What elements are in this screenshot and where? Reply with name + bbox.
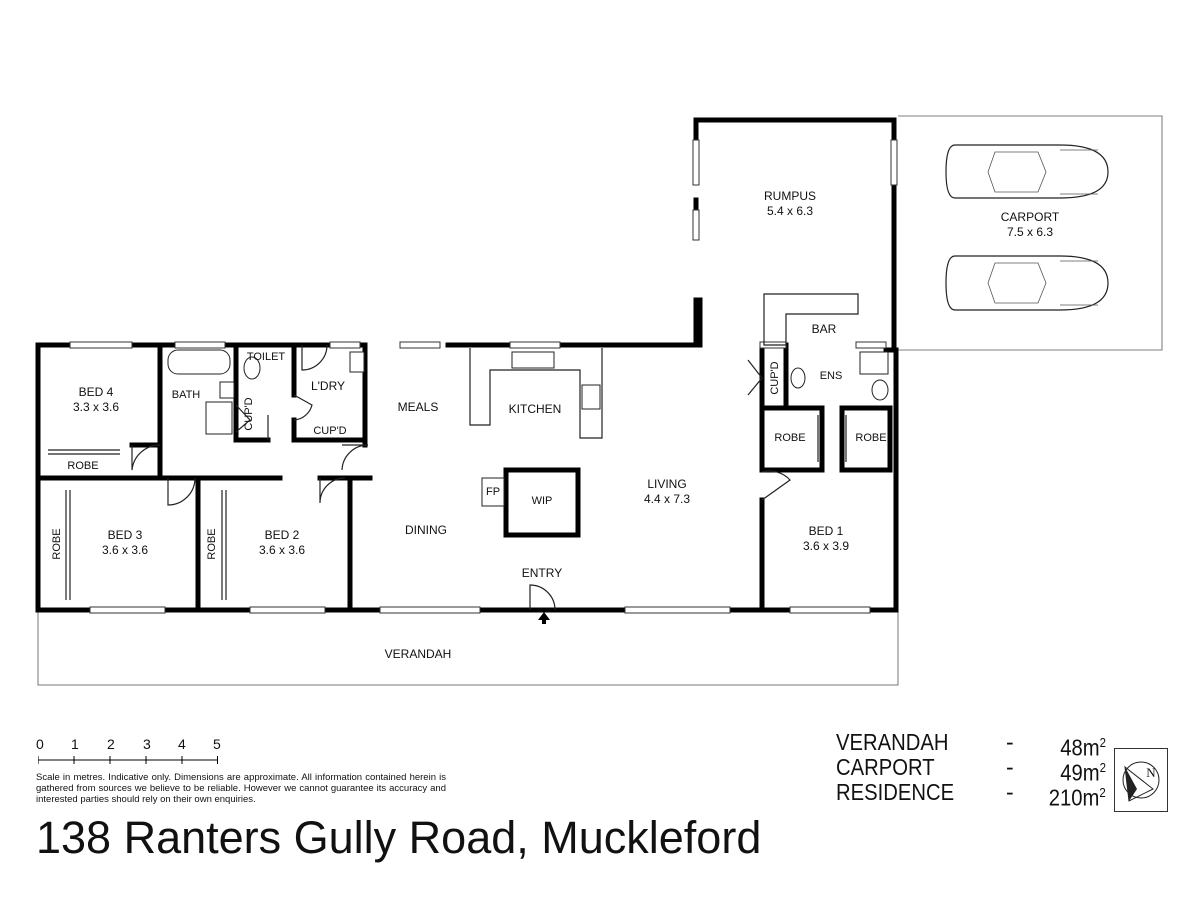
label-bed1: BED 1 — [809, 524, 844, 538]
verandah-area — [37, 609, 899, 686]
label-ldry: L'DRY — [311, 379, 345, 393]
label-verandah: VERANDAH — [385, 647, 452, 661]
label-cupd-ens: CUP'D — [769, 361, 781, 394]
label-robe-bed4: ROBE — [67, 460, 98, 472]
scale-tick-3: 3 — [143, 736, 151, 752]
dim-carport: 7.5 x 6.3 — [1007, 225, 1053, 239]
robe-doors — [48, 415, 847, 600]
label-bath: BATH — [172, 389, 201, 401]
entry-arrow-icon — [538, 612, 550, 624]
kitchen-benches — [469, 348, 603, 507]
label-carport: CARPORT — [1001, 210, 1060, 224]
bar-counter — [763, 293, 859, 346]
scale-legend: 0 1 2 3 4 5 Scale in metres. Indicative … — [36, 736, 456, 816]
label-ens: ENS — [820, 370, 843, 382]
label-cupd-vertical: CUP'D — [243, 397, 255, 430]
label-meals: MEALS — [398, 400, 439, 414]
label-toilet: TOILET — [247, 351, 286, 363]
area-dash: - — [1006, 754, 1014, 780]
label-bed3: BED 3 — [108, 528, 143, 542]
car-icon — [945, 144, 1109, 199]
area-label: VERANDAH — [836, 729, 949, 755]
area-row-verandah: VERANDAH - 48m2 — [836, 729, 1106, 761]
door-swings — [131, 344, 791, 611]
label-dining: DINING — [405, 523, 447, 537]
windows — [69, 139, 898, 614]
label-robe-bed2: ROBE — [206, 528, 218, 559]
scale-tick-2: 2 — [107, 736, 115, 752]
dim-bed3: 3.6 x 3.6 — [102, 543, 148, 557]
area-label: CARPORT — [836, 754, 935, 780]
label-robe-bed1-right: ROBE — [855, 432, 886, 444]
area-value: 210m2 — [1048, 784, 1106, 811]
scale-tick-0: 0 — [36, 736, 44, 752]
scale-tick-5: 5 — [213, 736, 221, 752]
compass-box: N — [1114, 748, 1168, 812]
dim-bed1: 3.6 x 3.9 — [803, 539, 849, 553]
dim-bed4: 3.3 x 3.6 — [73, 400, 119, 414]
area-label: RESIDENCE — [836, 779, 955, 805]
carport-outline — [898, 115, 1163, 351]
label-entry: ENTRY — [522, 566, 562, 580]
area-value: 49m2 — [1060, 759, 1106, 786]
label-bed2: BED 2 — [265, 528, 300, 542]
label-bed4: BED 4 — [79, 385, 114, 399]
label-robe-bed1-left: ROBE — [774, 432, 805, 444]
north-arrow-icon: N — [1122, 761, 1160, 802]
area-dash: - — [1006, 779, 1014, 805]
area-dash: - — [1006, 729, 1014, 755]
label-fp: FP — [486, 486, 500, 498]
scale-tick-1: 1 — [71, 736, 79, 752]
label-bar: BAR — [812, 322, 837, 336]
dim-living: 4.4 x 7.3 — [644, 492, 690, 506]
interior-walls — [35, 342, 893, 613]
label-rumpus: RUMPUS — [764, 189, 816, 203]
scale-tick-4: 4 — [178, 736, 186, 752]
property-address: 138 Ranters Gully Road, Muckleford — [36, 812, 762, 863]
disclaimer: Scale in metres. Indicative only. Dimens… — [36, 772, 446, 805]
north-letter: N — [1146, 765, 1156, 780]
area-summary: VERANDAH - 48m2 CARPORT - 49m2 RESIDENCE… — [836, 729, 1106, 811]
area-row-carport: CARPORT - 49m2 — [836, 754, 1106, 786]
label-wip: WIP — [532, 495, 553, 507]
label-living: LIVING — [647, 477, 686, 491]
scale-bar — [38, 756, 218, 764]
label-cupd-ldry: CUP'D — [313, 425, 346, 437]
area-value: 48m2 — [1060, 734, 1106, 761]
label-robe-bed3: ROBE — [51, 528, 63, 559]
area-row-residence: RESIDENCE - 210m2 — [836, 779, 1106, 811]
dim-bed2: 3.6 x 3.6 — [259, 543, 305, 557]
car-icon — [945, 255, 1109, 311]
label-kitchen: KITCHEN — [509, 402, 562, 416]
dim-rumpus: 5.4 x 6.3 — [767, 204, 813, 218]
bathroom-fixtures — [167, 349, 889, 435]
